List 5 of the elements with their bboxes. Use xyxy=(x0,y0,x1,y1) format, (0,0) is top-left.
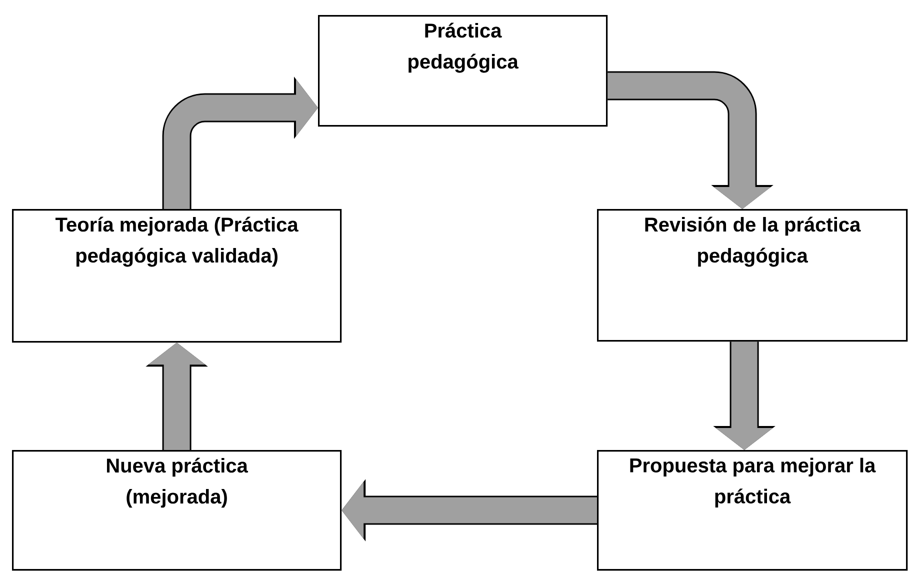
process-box: Teoría mejorada (Práctica pedagógica validada) xyxy=(12,209,342,343)
process-box: Práctica pedagógica xyxy=(318,15,608,127)
process-box: Nueva práctica (mejorada) xyxy=(12,450,342,571)
process-box: Revisión de la práctica pedagógica xyxy=(597,209,908,342)
process-box: Propuesta para mejorar la práctica xyxy=(597,450,908,571)
